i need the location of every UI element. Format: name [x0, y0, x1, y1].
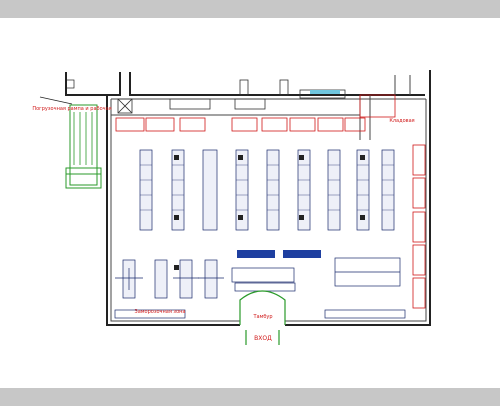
gondola-dividers: [140, 164, 394, 211]
entrance-label: ВХОД: [254, 335, 272, 342]
outer-walls: [65, 70, 431, 326]
truck-icon: [73, 112, 93, 165]
checkout-area: [114, 257, 406, 319]
loading-dock-label: Погрузочная рампа и рабочая: [32, 106, 111, 112]
vestibule-label: Тамбур: [252, 314, 272, 320]
promo-tables: [237, 250, 321, 258]
freezer-zone-label: Заморозочная зона: [135, 309, 186, 315]
right-fridges: [359, 94, 426, 309]
plan-sheet: [0, 18, 500, 388]
dock-pointer: [39, 79, 75, 105]
columns: [174, 155, 365, 270]
freezer-units: [115, 259, 224, 299]
storage-label: Кладовая: [389, 118, 414, 124]
top-counters: [115, 117, 366, 132]
inner-walls: [110, 75, 427, 322]
entrance: [239, 290, 286, 345]
service-rooms: [117, 79, 346, 114]
loading-dock-icon: [65, 104, 102, 189]
